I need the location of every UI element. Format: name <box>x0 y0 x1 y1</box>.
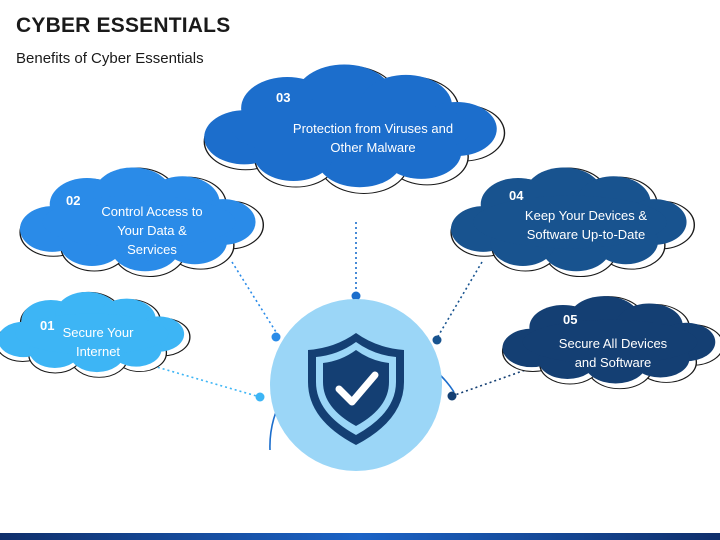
dot-04 <box>432 335 442 345</box>
dot-02 <box>271 332 281 342</box>
dot-01 <box>255 392 265 402</box>
page-subtitle: Benefits of Cyber Essentials <box>16 50 204 67</box>
bottom-accent-bar <box>0 533 720 540</box>
page-title: CYBER ESSENTIALS <box>16 14 231 37</box>
benefit-01-number: 01 <box>40 318 55 333</box>
benefit-02-text: Control Access to Your Data & Services <box>101 204 203 257</box>
connector-04 <box>436 261 483 339</box>
benefit-05-text: Secure All Devices and Software <box>558 336 668 370</box>
benefit-02-number: 02 <box>66 193 81 208</box>
dot-05 <box>447 391 457 401</box>
benefit-04-text: Keep Your Devices & Software Up-to-Date <box>524 208 648 242</box>
benefit-04-number: 04 <box>509 188 524 203</box>
benefit-03-number: 03 <box>276 90 291 105</box>
connector-02 <box>231 261 277 333</box>
benefit-05-number: 05 <box>563 312 578 327</box>
dot-03 <box>351 291 361 301</box>
shield-check-icon <box>308 333 404 445</box>
benefit-03-text: Protection from Viruses and Other Malwar… <box>292 121 454 155</box>
benefit-01-text: Secure Your Internet <box>62 325 134 359</box>
